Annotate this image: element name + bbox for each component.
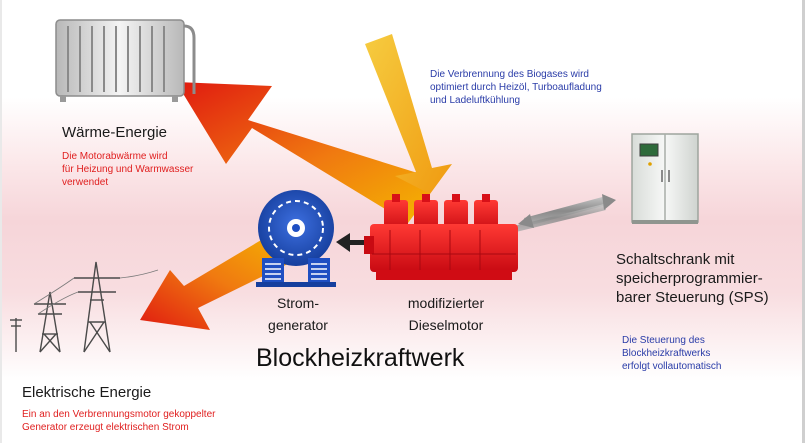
control-cable [514, 194, 616, 232]
heat-arrow [176, 82, 440, 223]
control-cabinet-icon [631, 133, 699, 224]
electric-energy-note: Ein an den Verbrennungsmotor gekoppelter… [22, 409, 216, 433]
generator-label: Strom- generator [268, 295, 328, 333]
engine-icon [364, 194, 518, 280]
radiator-icon [55, 19, 196, 102]
heat-energy-note: Die Motorabwärme wird für Heizung und Wa… [62, 151, 194, 188]
electric-energy-heading: Elektrische Energie [22, 384, 152, 401]
electricity-arrow [140, 230, 300, 330]
engine-label: modifizierter Dieselmotor [407, 295, 485, 333]
control-cabinet-heading: Schaltschrank mit speicherprogrammier- b… [616, 251, 769, 306]
control-note: Die Steuerung des Blockheizkraftwerks er… [622, 335, 722, 372]
diagram-title: Blockheizkraftwerk [256, 344, 465, 372]
combustion-note: Die Verbrennung des Biogases wird optimi… [430, 69, 602, 106]
generator-icon [256, 190, 336, 287]
heat-energy-heading: Wärme-Energie [62, 124, 168, 141]
shaft-arrow [336, 233, 368, 252]
frame-left-edge [0, 0, 2, 443]
power-pylon-icon [10, 261, 159, 353]
frame-right-edge [802, 0, 805, 443]
biogas-input-arrow [365, 34, 452, 194]
